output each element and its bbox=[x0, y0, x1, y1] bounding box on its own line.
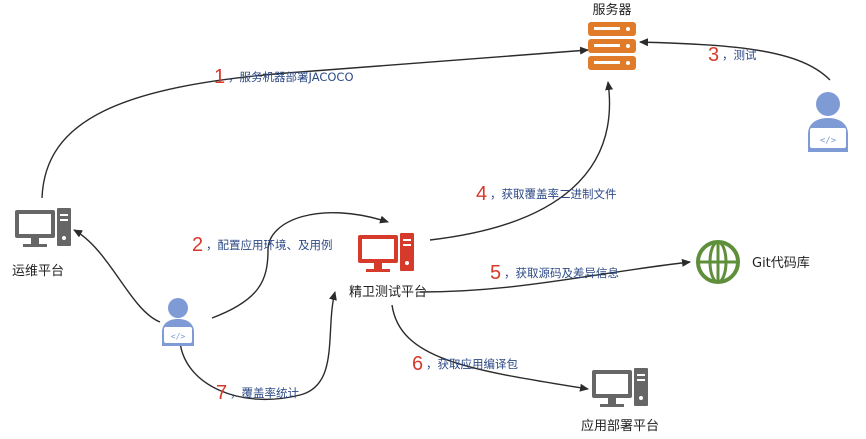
step-7-label: 7 ，覆盖率统计 bbox=[216, 382, 299, 404]
deploy-platform-label: 应用部署平台 bbox=[581, 418, 659, 434]
database-icon bbox=[588, 22, 636, 70]
svg-text:6: 6 bbox=[412, 353, 423, 375]
ops-platform-label: 运维平台 bbox=[12, 264, 64, 279]
step-1-label: 1 ，服务机器部署JACOCO bbox=[214, 66, 354, 88]
svg-text:，覆盖率统计: ，覆盖率统计 bbox=[230, 386, 299, 400]
step-2-label: 2 ，配置应用环境、及用例 bbox=[192, 234, 333, 256]
desktop-computer-icon bbox=[592, 368, 648, 407]
developer-user-icon: </> bbox=[808, 92, 848, 152]
step-4-label: 4 ，获取覆盖率二进制文件 bbox=[476, 183, 617, 205]
desktop-computer-icon bbox=[15, 208, 71, 247]
svg-text:4: 4 bbox=[476, 183, 487, 205]
server-label: 服务器 bbox=[592, 2, 631, 18]
svg-text:7: 7 bbox=[216, 382, 227, 404]
jingwei-platform-label: 精卫测试平台 bbox=[349, 285, 427, 300]
arrow-step-4 bbox=[429, 81, 614, 241]
svg-text:5: 5 bbox=[490, 262, 501, 284]
arrow-step-5 bbox=[419, 258, 691, 293]
svg-text:，获取应用编译包: ，获取应用编译包 bbox=[426, 357, 518, 371]
svg-text:2: 2 bbox=[192, 234, 203, 256]
git-repo-label: Git代码库 bbox=[752, 255, 810, 271]
svg-text:1: 1 bbox=[214, 66, 225, 88]
svg-text:</>: </> bbox=[171, 332, 186, 341]
svg-text:，测试: ，测试 bbox=[722, 48, 757, 62]
svg-text:3: 3 bbox=[708, 44, 719, 66]
desktop-computer-icon bbox=[358, 233, 414, 272]
svg-text:</>: </> bbox=[820, 136, 837, 146]
arrow-step-2 bbox=[211, 211, 389, 319]
arrow-step-6 bbox=[391, 304, 589, 392]
step-5-label: 5 ，获取源码及差异信息 bbox=[490, 262, 619, 284]
arrow-operator-to-ops bbox=[73, 229, 161, 323]
svg-text:，获取源码及差异信息: ，获取源码及差异信息 bbox=[504, 266, 619, 280]
svg-text:，服务机器部署JACOCO: ，服务机器部署JACOCO bbox=[228, 70, 354, 84]
arrow-step-1 bbox=[41, 46, 589, 199]
svg-text:，配置应用环境、及用例: ，配置应用环境、及用例 bbox=[206, 238, 333, 252]
globe-icon bbox=[696, 240, 740, 284]
svg-text:，获取覆盖率二进制文件: ，获取覆盖率二进制文件 bbox=[490, 187, 617, 201]
arrow-step-3 bbox=[639, 38, 831, 81]
step-3-label: 3 ，测试 bbox=[708, 44, 757, 66]
developer-user-icon: </> bbox=[162, 298, 194, 346]
arrow-step-7 bbox=[179, 291, 337, 400]
step-6-label: 6 ，获取应用编译包 bbox=[412, 353, 518, 375]
